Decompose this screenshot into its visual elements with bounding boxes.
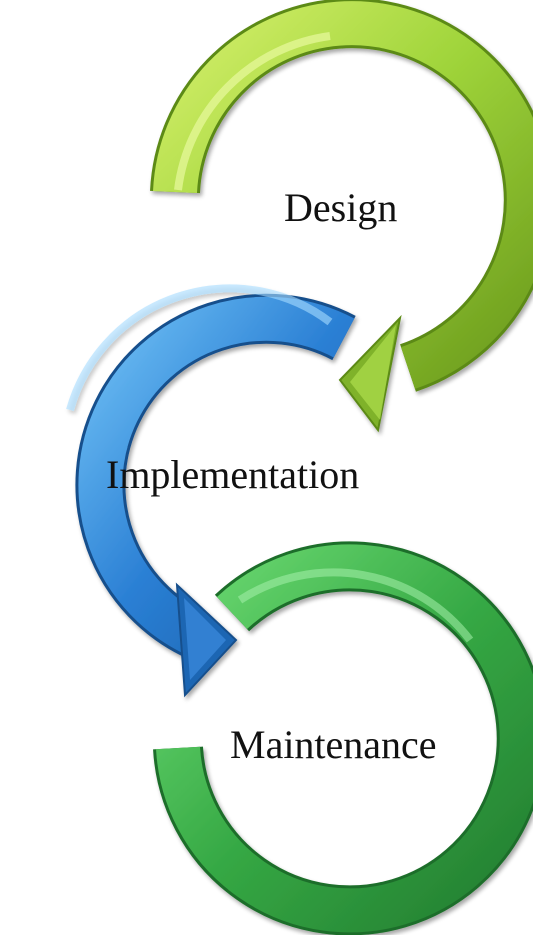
- stage-label-maintenance: Maintenance: [230, 722, 437, 767]
- maintenance-arrow: [153, 541, 533, 935]
- design-arrow: [150, 0, 533, 433]
- stage-label-design: Design: [284, 185, 398, 230]
- implementation-arrow: [66, 284, 356, 698]
- stage-label-implementation: Implementation: [106, 452, 360, 497]
